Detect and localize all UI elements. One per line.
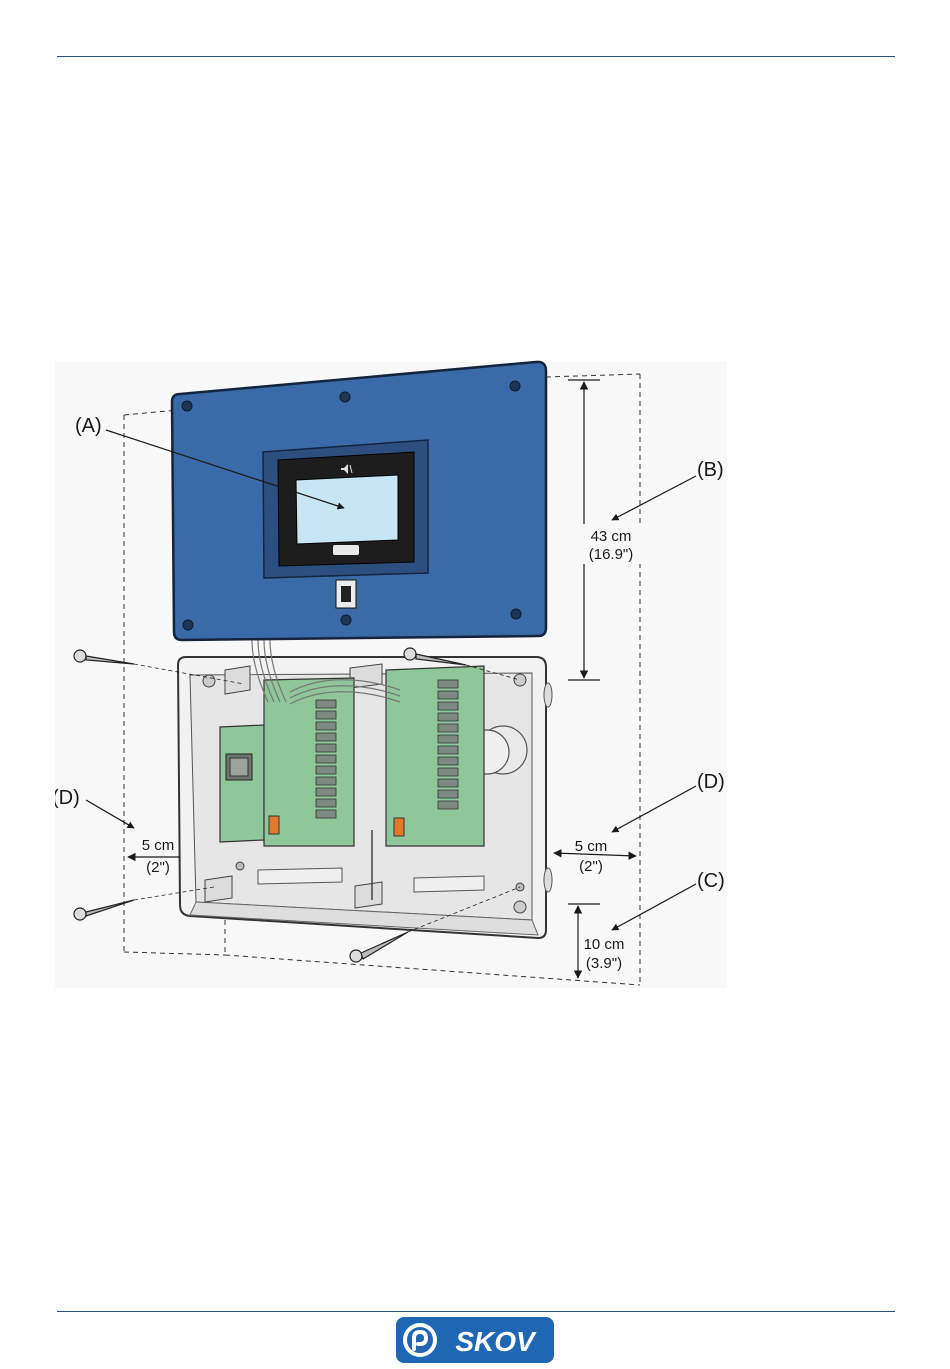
relay <box>316 788 336 796</box>
dim-left-imperial: (2") <box>146 859 170 876</box>
relay <box>316 777 336 785</box>
relay <box>316 766 336 774</box>
dim-bottom-metric: 10 cm <box>584 936 625 953</box>
relay <box>316 722 336 730</box>
aux-board <box>220 725 264 842</box>
relay <box>316 700 336 708</box>
label-d-left: (D) <box>55 787 80 809</box>
footer-rule <box>57 1311 895 1312</box>
circuit-board-1 <box>264 678 354 846</box>
relay <box>316 711 336 719</box>
logo-text: SKOV <box>455 1326 537 1357</box>
relay <box>316 744 336 752</box>
relay <box>438 768 458 776</box>
front-panel <box>172 362 546 640</box>
dim-bottom-imperial: (3.9") <box>586 955 622 972</box>
dim-left-metric: 5 cm <box>142 837 175 854</box>
label-d-right: (D) <box>697 771 725 793</box>
relay <box>438 735 458 743</box>
relay <box>316 810 336 818</box>
relay <box>438 702 458 710</box>
dimension-height: 43 cm (16.9") <box>580 524 642 564</box>
relay <box>316 799 336 807</box>
dim-right-imperial: (2") <box>579 858 603 875</box>
fuse-2 <box>394 818 404 836</box>
relay-bank-1 <box>316 700 336 818</box>
relay <box>438 746 458 754</box>
dim-height-imperial: (16.9") <box>589 546 634 563</box>
relay <box>438 691 458 699</box>
circuit-board-2 <box>386 666 484 846</box>
controller-installation-diagram: (A) (B) (C) (D) (D) 43 cm (16.9") 10 cm … <box>55 360 730 988</box>
relay <box>438 801 458 809</box>
relay <box>438 790 458 798</box>
fuse-1 <box>269 816 279 834</box>
relay <box>438 779 458 787</box>
relay <box>316 733 336 741</box>
relay <box>438 757 458 765</box>
header-rule <box>57 56 895 57</box>
display-screen <box>296 475 398 544</box>
relay <box>438 724 458 732</box>
relay <box>316 755 336 763</box>
skov-panel-logo-icon <box>333 545 359 555</box>
relay <box>438 713 458 721</box>
label-a: (A) <box>75 415 102 437</box>
label-c: (C) <box>697 870 725 892</box>
dim-right-metric: 5 cm <box>575 838 608 855</box>
label-b: (B) <box>697 459 724 481</box>
dim-height-metric: 43 cm <box>591 528 632 545</box>
relay <box>438 680 458 688</box>
skov-logo: SKOV <box>395 1316 555 1364</box>
